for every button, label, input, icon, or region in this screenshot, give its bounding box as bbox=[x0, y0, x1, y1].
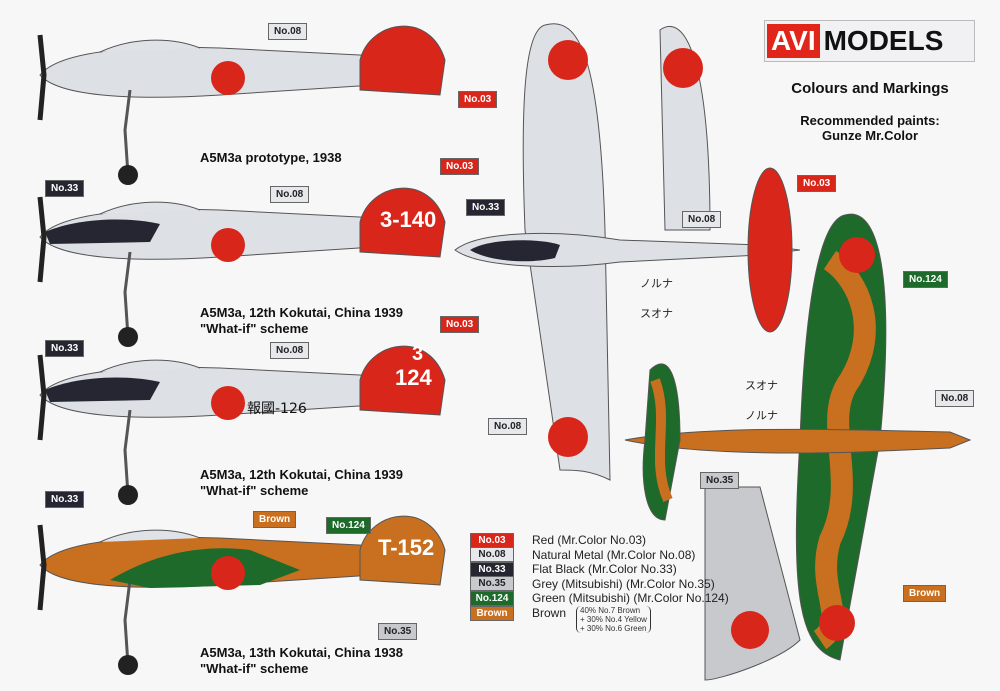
hinomaru bbox=[211, 61, 245, 95]
callout-no33: No.33 bbox=[45, 340, 85, 357]
svg-text:報國-126: 報國-126 bbox=[247, 401, 307, 417]
callout-no08: No.08 bbox=[682, 211, 722, 228]
planform-camouflage bbox=[624, 213, 972, 661]
legend-label: Grey (Mitsubishi) (Mr.Color No.35) bbox=[532, 576, 715, 591]
caption-scheme-3: A5M3a, 12th Kokutai, China 1939"What-if"… bbox=[200, 467, 404, 498]
callout-no33: No.33 bbox=[466, 199, 506, 216]
callout-no08: No.08 bbox=[270, 342, 310, 359]
wing-kana: ノルナ bbox=[745, 409, 778, 422]
red-tail bbox=[359, 25, 446, 96]
legend-row: No.124 Green (Mitsubishi) (Mr.Color No.12… bbox=[470, 590, 729, 606]
legend-label: Natural Metal (Mr.Color No.08) bbox=[532, 547, 696, 562]
callout-no03: No.03 bbox=[797, 175, 837, 192]
caption-scheme-1: A5M3a prototype, 1938 bbox=[200, 150, 342, 165]
page-heading: Colours and Markings bbox=[791, 80, 949, 97]
legend-row: No.03 Red (Mr.Color No.03) bbox=[470, 532, 729, 548]
planform-natural-metal bbox=[454, 23, 801, 481]
legend-row: No.35 Grey (Mitsubishi) (Mr.Color No.35) bbox=[470, 576, 729, 591]
callout-brown: Brown bbox=[253, 511, 297, 528]
caption-scheme-2: A5M3a, 12th Kokutai, China 1939"What-if"… bbox=[200, 305, 404, 336]
callout-no08: No.08 bbox=[935, 390, 975, 407]
callout-brown: Brown bbox=[903, 585, 947, 602]
legend-row: No.08 Natural Metal (Mr.Color No.08) bbox=[470, 547, 729, 562]
profile-13th-t-152: T-152 bbox=[40, 515, 446, 675]
callout-no35: No.35 bbox=[700, 472, 740, 489]
wing-underside-grey bbox=[704, 486, 801, 681]
legend-swatch: No.33 bbox=[470, 561, 514, 577]
callout-no08: No.08 bbox=[488, 418, 528, 435]
legend-swatch: No.03 bbox=[470, 532, 514, 548]
profile-12th-3-124: 3 124 報國-126 bbox=[40, 343, 446, 505]
legend-swatch: No.35 bbox=[470, 576, 514, 591]
wing-kana: スオナ bbox=[745, 379, 778, 392]
svg-text:124: 124 bbox=[395, 365, 432, 390]
legend-swatch: No.124 bbox=[470, 590, 514, 606]
callout-no03: No.03 bbox=[440, 316, 480, 333]
callout-no03: No.03 bbox=[458, 91, 498, 108]
legend-swatch: Brown bbox=[470, 605, 514, 621]
legend-label: Flat Black (Mr.Color No.33) bbox=[532, 562, 677, 576]
legend-label: Brown bbox=[532, 605, 567, 620]
callout-no08: No.08 bbox=[270, 186, 310, 203]
wing-kana: ノルナ bbox=[640, 277, 673, 290]
profile-prototype bbox=[40, 25, 446, 185]
callout-no33: No.33 bbox=[45, 491, 85, 508]
paints-line1: Recommended paints: bbox=[800, 113, 940, 128]
callout-no08: No.08 bbox=[268, 23, 308, 40]
logo-avi: AVI bbox=[767, 24, 820, 58]
paint-legend: No.03 Red (Mr.Color No.03) No.08 Natural M… bbox=[470, 532, 729, 636]
callout-no33: No.33 bbox=[45, 180, 85, 197]
legend-swatch: No.08 bbox=[470, 547, 514, 562]
brown-mix-recipe: 40% No.7 Brown+ 30% No.4 Yellow+ 30% No.… bbox=[576, 605, 651, 633]
profile-12th-3-140: 3-140 bbox=[40, 187, 446, 347]
callout-no03: No.03 bbox=[440, 158, 480, 175]
logo-models: MODELS bbox=[823, 25, 944, 56]
legend-row: Brown Brown 40% No.7 Brown+ 30% No.4 Yell… bbox=[470, 605, 729, 636]
callout-no124: No.124 bbox=[326, 517, 371, 534]
svg-text:T-152: T-152 bbox=[378, 535, 434, 560]
callout-no124: No.124 bbox=[903, 271, 948, 288]
caption-scheme-4: A5M3a, 13th Kokutai, China 1938"What-if"… bbox=[200, 645, 404, 676]
legend-label: Red (Mr.Color No.03) bbox=[532, 533, 647, 547]
svg-text:3: 3 bbox=[412, 343, 423, 365]
legend-label: Green (Mitsubishi) (Mr.Color No.124) bbox=[532, 591, 729, 605]
callout-no35: No.35 bbox=[378, 623, 418, 640]
legend-row: No.33 Flat Black (Mr.Color No.33) bbox=[470, 561, 729, 577]
tail-code: 3-140 bbox=[380, 207, 436, 232]
wing-kana: スオナ bbox=[640, 307, 673, 320]
paints-line2: Gunze Mr.Color bbox=[821, 128, 919, 143]
